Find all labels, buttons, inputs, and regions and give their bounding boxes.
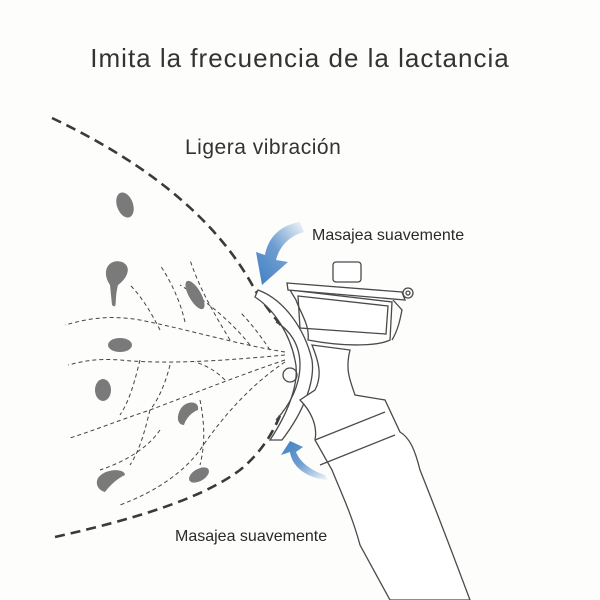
pump-motor-unit	[286, 261, 414, 346]
breast-outline	[51, 116, 291, 539]
massage-arrow-bottom	[281, 441, 328, 480]
breast-shield	[254, 289, 314, 441]
lobules	[95, 192, 209, 492]
massage-arrow-top	[256, 222, 304, 285]
massage-label-top: Masajea suavemente	[312, 227, 465, 244]
bottle	[298, 344, 471, 600]
vibration-label: Ligera vibración	[185, 136, 342, 159]
milk-ducts	[64, 259, 286, 506]
massage-label-bottom: Masajea suavemente	[175, 528, 328, 545]
diagram-title: Imita la frecuencia de la lactancia	[90, 43, 510, 73]
